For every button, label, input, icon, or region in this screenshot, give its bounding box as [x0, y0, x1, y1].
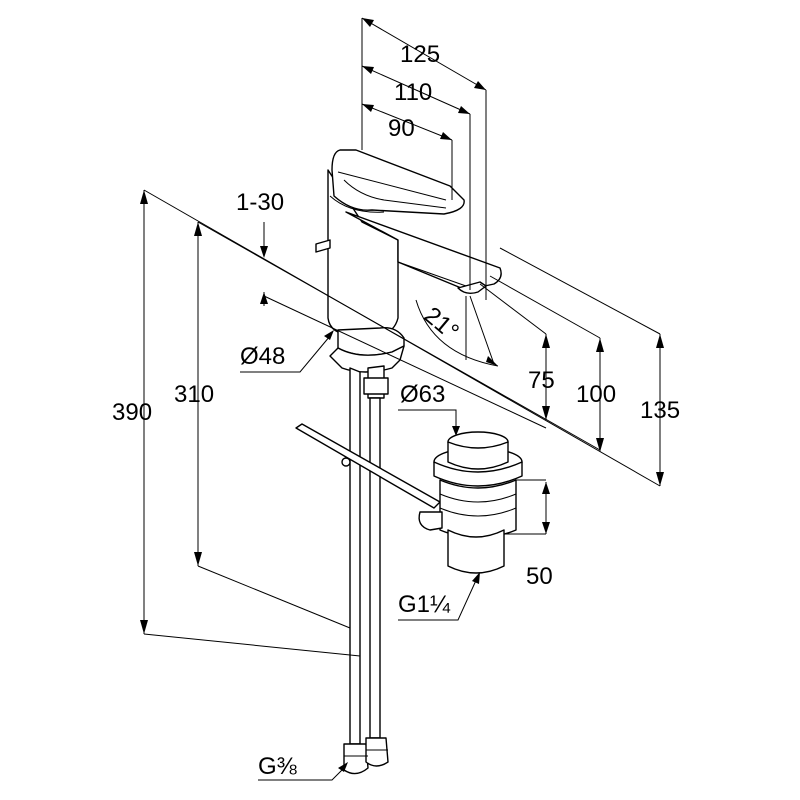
label-lever-travel: 1-30: [236, 189, 284, 216]
faucet-lever: [332, 150, 464, 214]
label-body-diameter: Ø48: [240, 343, 285, 370]
label-waste-diameter: Ø63: [400, 381, 445, 408]
waste-body: [448, 530, 504, 573]
hose-right: [370, 398, 380, 738]
label-reach-110: 110: [394, 79, 432, 106]
hose-left: [350, 368, 360, 744]
supply-hoses: [344, 368, 388, 774]
label-height-135: 135: [640, 397, 680, 424]
label-angle: 21°: [419, 302, 464, 346]
label-reach-125: 125: [400, 41, 440, 68]
pop-up-rod: [296, 424, 440, 508]
label-hose-thread: G⅜: [258, 753, 298, 780]
hose-nut-right: [366, 738, 388, 766]
dimension-labels: 125 110 90 1-30 21° Ø48 Ø63 390 310 75 1…: [112, 41, 680, 780]
hose-nut-left: [344, 744, 368, 774]
label-height-100: 100: [576, 381, 616, 408]
faucet: [316, 150, 501, 398]
label-waste-height: 50: [526, 563, 553, 590]
label-hose-length: 310: [174, 381, 214, 408]
label-total-height: 390: [112, 399, 152, 426]
label-waste-thread: G1¼: [398, 591, 451, 618]
label-height-75: 75: [528, 367, 555, 394]
label-reach-90: 90: [388, 115, 415, 142]
